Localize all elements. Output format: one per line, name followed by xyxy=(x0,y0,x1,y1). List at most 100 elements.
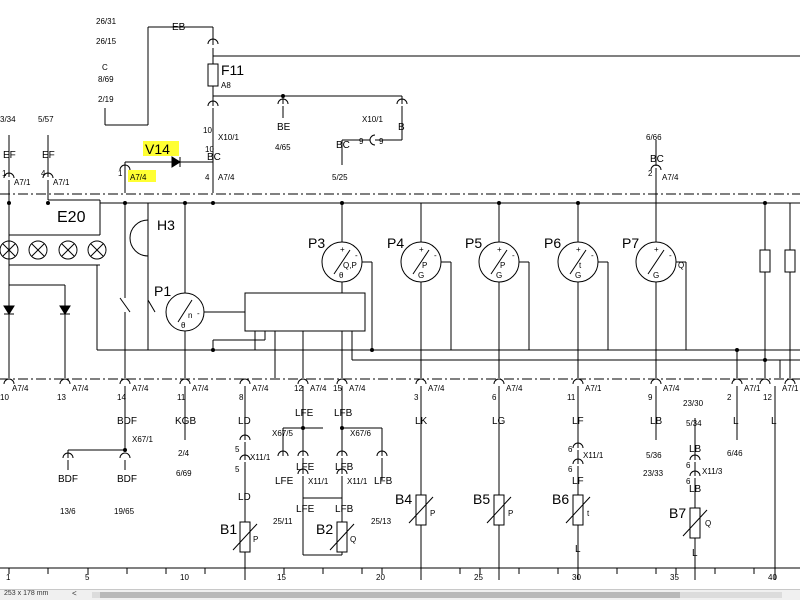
bpin-9: 9 xyxy=(648,393,653,402)
bpin-12-b: 12 xyxy=(763,393,772,402)
conn-x671: X67/1 xyxy=(132,435,153,444)
bconn-4: A7/4 xyxy=(192,384,209,393)
gauge-p3-plus: + xyxy=(340,245,345,254)
label-bc-1: BC xyxy=(207,152,221,163)
ruler-30: 30 xyxy=(572,573,581,582)
label-f11: F11 xyxy=(221,62,244,78)
ruler-10: 10 xyxy=(180,573,189,582)
top-labels: 26/31 26/15 C 8/69 2/19 EB F11 A8 3/34 5… xyxy=(0,17,684,330)
pin-9-b: 9 xyxy=(379,137,384,146)
ref-25-13: 25/13 xyxy=(371,517,392,526)
lamp-group-e20 xyxy=(0,240,107,260)
pin-1-b: 1 xyxy=(118,169,123,178)
label-b5: B5 xyxy=(473,491,490,507)
gauge-p5-minus: - xyxy=(512,251,515,260)
conn-x111-b: X11/1 xyxy=(308,477,329,486)
bconn-7: A7/4 xyxy=(349,384,366,393)
ref-c: C xyxy=(102,63,108,72)
ruler-35: 35 xyxy=(670,573,679,582)
bconn-6: A7/4 xyxy=(310,384,327,393)
wire-lb: LB xyxy=(650,416,663,427)
x-pin-6-d: 6 xyxy=(686,477,691,486)
ref-3-34: 3/34 xyxy=(0,115,16,124)
wire-bdf: BDF xyxy=(117,416,137,427)
status-bar: 253 x 178 mm < xyxy=(0,589,800,600)
sensor-b1-p: P xyxy=(253,535,258,544)
bconn-11: A7/4 xyxy=(663,384,680,393)
bpin-3: 3 xyxy=(414,393,419,402)
gauge-p6-minus: - xyxy=(591,251,594,260)
wire-l-3: L xyxy=(575,544,581,555)
label-p3: P3 xyxy=(308,235,325,251)
bconn-12: A7/1 xyxy=(744,384,761,393)
ref-26-15: 26/15 xyxy=(96,37,117,46)
bconn-2: A7/4 xyxy=(72,384,89,393)
gauge-p4-plus: + xyxy=(419,245,424,254)
gauge-p4-minus: - xyxy=(434,251,437,260)
ref-6-46: 6/46 xyxy=(727,449,743,458)
ruler-1: 1 xyxy=(6,573,11,582)
ref-6-69: 6/69 xyxy=(176,469,192,478)
label-bc-2: BC xyxy=(336,140,350,151)
gauge-p4-p: P xyxy=(422,261,427,270)
conn-x676: X67/6 xyxy=(350,429,371,438)
wire-ld-2: LD xyxy=(238,492,251,503)
label-b: B xyxy=(398,122,405,133)
label-p6: P6 xyxy=(544,235,561,251)
x-pin-6-b: 6 xyxy=(568,465,573,474)
ref-4-65: 4/65 xyxy=(275,143,291,152)
gauge-p7-minus: - xyxy=(669,251,672,260)
bpin-12-a: 12 xyxy=(294,384,303,393)
x-pin-5-b: 5 xyxy=(235,465,240,474)
bconn-13: A7/1 xyxy=(782,384,799,393)
ref-26-31: 26/31 xyxy=(96,17,117,26)
ref-25-11: 25/11 xyxy=(273,517,293,526)
gauge-p6-t: t xyxy=(579,261,582,270)
bpin-11-b: 11 xyxy=(567,393,576,402)
ruler-40: 40 xyxy=(768,573,777,582)
wire-ld: LD xyxy=(238,416,251,427)
bpin-13: 13 xyxy=(57,393,66,402)
sensor-b7-q: Q xyxy=(705,519,711,528)
wire-lfb-4: LFB xyxy=(335,504,354,515)
gauge-p5-plus: + xyxy=(497,245,502,254)
gauge-p6-plus: + xyxy=(576,245,581,254)
bconn-10: A7/1 xyxy=(585,384,602,393)
sensor-b5-p: P xyxy=(508,509,513,518)
wire-lfb: LFB xyxy=(334,408,353,419)
wire-kgb: KGB xyxy=(175,416,196,427)
ref-5-36: 5/36 xyxy=(646,451,662,460)
bpin-8: 8 xyxy=(239,393,244,402)
label-b7: B7 xyxy=(669,505,686,521)
wire-lfe: LFE xyxy=(295,408,314,419)
v14-highlight xyxy=(143,141,179,156)
scroll-left-button[interactable]: < xyxy=(72,589,77,598)
ruler-20: 20 xyxy=(376,573,385,582)
gauge-p6-g: G xyxy=(575,271,581,280)
ref-5-25: 5/25 xyxy=(332,173,348,182)
gauge-p1-n: n xyxy=(188,311,192,320)
ref-5-57: 5/57 xyxy=(38,115,54,124)
gauge-p1-theta: θ xyxy=(181,321,186,330)
label-p5: P5 xyxy=(465,235,482,251)
wire-bdf-3: BDF xyxy=(117,474,137,485)
bconn-5: A7/4 xyxy=(252,384,269,393)
wire-lfe-4: LFE xyxy=(296,504,315,515)
wire-lfb-3: LFB xyxy=(374,476,393,487)
ref-2-4: 2/4 xyxy=(178,449,190,458)
conn-a74-a: A7/4 xyxy=(218,173,235,182)
ruler-15: 15 xyxy=(277,573,286,582)
gauge-p4-g: G xyxy=(418,271,424,280)
bpin-2: 2 xyxy=(727,393,732,402)
scroll-thumb[interactable] xyxy=(100,592,680,598)
wire-lfe-3: LFE xyxy=(275,476,294,487)
label-p1: P1 xyxy=(154,283,171,299)
wire-lfe-2: LFE xyxy=(296,462,315,473)
ref-5-34: 5/34 xyxy=(686,419,702,428)
bpin-11-a: 11 xyxy=(177,393,186,402)
pin-9-a: 9 xyxy=(359,137,364,146)
conn-a71-a: A7/1 xyxy=(14,178,31,187)
label-be: BE xyxy=(277,122,291,133)
ref-23-30: 23/30 xyxy=(683,399,704,408)
wire-l-4: L xyxy=(692,548,698,559)
